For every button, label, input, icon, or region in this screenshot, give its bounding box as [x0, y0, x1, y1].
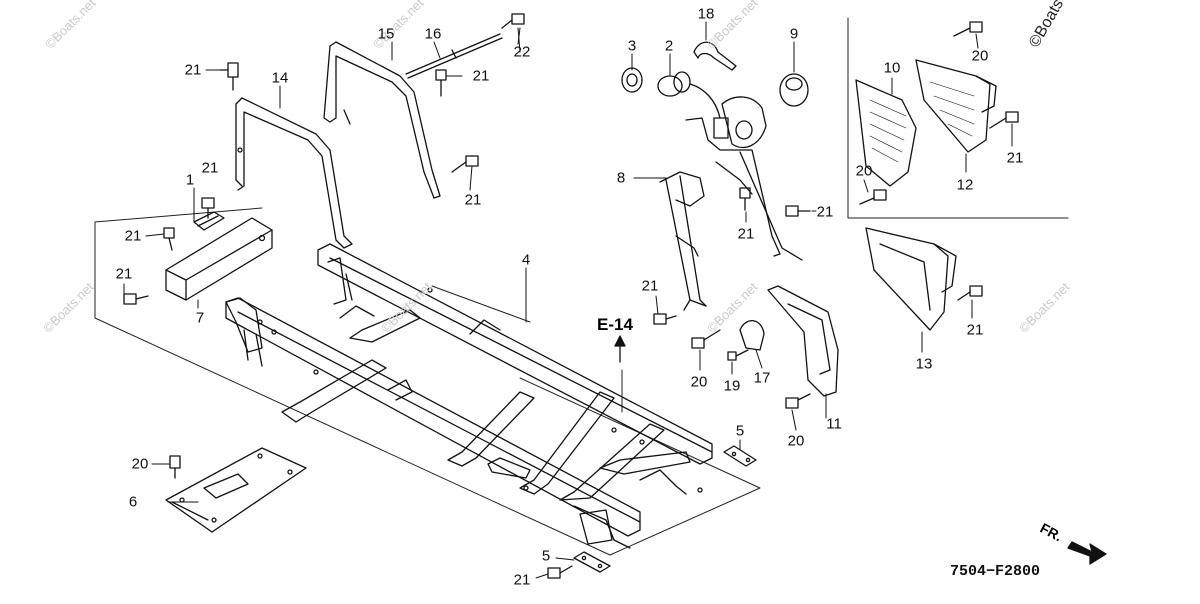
bolt-21g	[739, 187, 751, 211]
cushion-block	[193, 211, 225, 231]
grommet-3	[621, 67, 643, 93]
bolt-21k	[957, 285, 983, 301]
part-label: 21	[641, 277, 659, 295]
part-label: 13	[915, 355, 933, 373]
part-label: 10	[883, 59, 901, 77]
bolt-22	[501, 13, 525, 29]
e14-arrow	[614, 335, 626, 363]
part-label: 19	[723, 377, 741, 395]
front-arrow	[1067, 541, 1107, 565]
bolt-21a	[219, 62, 239, 91]
bolt-21b	[201, 197, 215, 219]
switch-2	[657, 71, 721, 119]
part-label: 21	[201, 159, 219, 177]
rear-hoop-14	[235, 97, 353, 249]
bolt-21h	[785, 205, 811, 217]
grille-12	[915, 59, 997, 153]
bolt-21j	[989, 111, 1019, 129]
cap-9	[779, 73, 809, 107]
part-label: 2	[664, 37, 674, 55]
part-label: 11	[826, 415, 842, 433]
part-label: 20	[855, 162, 873, 180]
part-label: 21	[1006, 149, 1024, 167]
part-label: 20	[131, 455, 149, 473]
part-label: 21	[737, 225, 755, 243]
part-label: 21	[184, 61, 202, 79]
frame-group-outline	[94, 207, 761, 556]
bolts	[123, 13, 1019, 579]
rear-hoop-15	[323, 41, 441, 199]
part-label: 15	[377, 25, 395, 43]
bolt-21i	[653, 313, 677, 325]
side-cover-13	[865, 227, 957, 331]
bolt-20e	[169, 455, 181, 479]
side-panel-11	[767, 285, 839, 397]
bolt-20a	[691, 329, 721, 349]
rear-bracket	[165, 217, 273, 301]
bolt-21d	[123, 293, 149, 305]
bolt-20c	[953, 21, 983, 37]
part-label: 20	[690, 373, 708, 391]
bolt-21l	[547, 565, 573, 579]
part-label: 21	[472, 67, 490, 85]
part-label: 16	[424, 25, 442, 43]
part-label: 21	[816, 203, 834, 221]
part-label: 21	[124, 227, 142, 245]
part-label: 4	[521, 251, 531, 269]
figure-id: 7504−F2800	[950, 563, 1041, 580]
stand-bracket-8	[659, 117, 803, 311]
cross-reference-e14[interactable]: E-14	[597, 315, 633, 334]
bolt-20d	[859, 189, 887, 205]
bolt-20b	[785, 393, 811, 409]
part-label: 6	[128, 493, 138, 511]
plate-5-lower	[573, 551, 611, 573]
leader-lines	[123, 21, 1013, 579]
part-label: 9	[789, 25, 799, 43]
part-label: 7	[195, 309, 205, 327]
grille-10	[855, 79, 917, 187]
part-label: 5	[735, 422, 745, 440]
part-label: 18	[697, 5, 715, 23]
clamp-18	[693, 41, 737, 71]
bolt-19	[727, 349, 749, 361]
bolt-21e	[435, 69, 447, 97]
main-frame	[225, 243, 713, 549]
part-label: 21	[513, 571, 531, 589]
plate-6	[165, 447, 307, 533]
part-label: 12	[956, 176, 974, 194]
part-label: 21	[966, 321, 984, 339]
part-label: 14	[271, 69, 289, 87]
part-label: 8	[616, 169, 626, 187]
part-label: 20	[787, 432, 805, 450]
part-label: 17	[753, 369, 771, 387]
plate-5-upper	[723, 445, 757, 467]
part-label: 22	[513, 43, 531, 61]
part-label: 1	[185, 171, 195, 189]
part-label: 20	[971, 47, 989, 65]
key-housing	[721, 96, 767, 149]
bolt-21f	[451, 155, 479, 173]
rod-16	[405, 33, 503, 79]
bolt-21c	[163, 227, 175, 251]
side-cover-group-outline	[847, 17, 1069, 219]
part-label: 21	[115, 265, 133, 283]
cap-17	[739, 320, 765, 351]
part-label: 21	[464, 191, 482, 209]
part-label: 3	[627, 37, 637, 55]
part-label: 5	[541, 547, 551, 565]
